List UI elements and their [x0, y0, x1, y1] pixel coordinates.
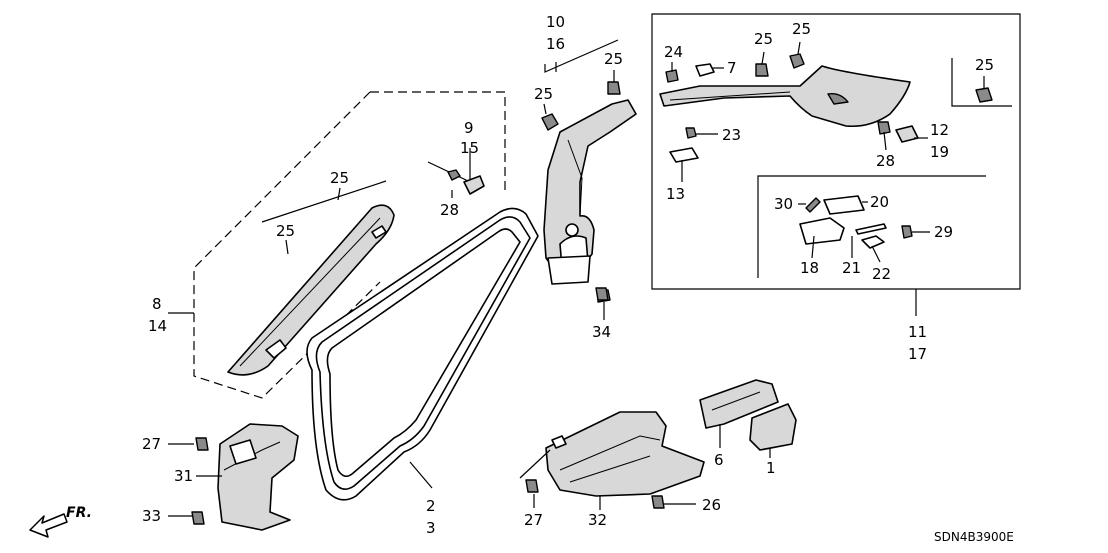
callout-28: 28	[876, 152, 895, 170]
screw-30	[805, 197, 821, 213]
callout-22: 22	[872, 265, 891, 283]
callout-13: 13	[666, 185, 685, 203]
clip-27-left	[195, 437, 209, 451]
clip-12-19	[895, 125, 919, 143]
callout-25: 25	[754, 30, 773, 48]
handle-18	[799, 217, 845, 245]
callout-7: 7	[727, 59, 737, 77]
clip-23	[685, 127, 697, 139]
callout-19: 19	[930, 143, 949, 161]
callout-1: 1	[766, 459, 776, 477]
clip-25-c2	[789, 53, 805, 69]
callout-9: 9	[464, 119, 474, 137]
cover-20	[823, 195, 865, 215]
callout-25: 25	[975, 56, 994, 74]
callout-2: 2	[426, 497, 436, 515]
callout-16: 16	[546, 35, 565, 53]
callout-27: 27	[524, 511, 543, 529]
callout-28: 28	[440, 201, 459, 219]
callout-25: 25	[276, 222, 295, 240]
callout-25: 25	[534, 85, 553, 103]
clip-25-top	[607, 81, 621, 95]
clip-13	[669, 147, 699, 163]
clip-34	[595, 287, 609, 301]
clip-24	[665, 69, 679, 83]
callout-34: 34	[592, 323, 611, 341]
callout-18: 18	[800, 259, 819, 277]
diagram-code: SDN4B3900E	[934, 530, 1014, 544]
group-frame-a-pillar	[193, 91, 506, 399]
callout-23: 23	[722, 126, 741, 144]
spring-21	[855, 223, 887, 235]
plate-22	[861, 235, 885, 249]
callout-33: 33	[142, 507, 161, 525]
callout-32: 32	[588, 511, 607, 529]
group-frame-garnish	[757, 175, 986, 278]
a-pillar-garnish	[227, 204, 395, 376]
door-opening-weatherstrip	[306, 207, 539, 501]
clip-27-sill	[525, 479, 539, 493]
direction-label: FR.	[66, 505, 92, 521]
group-frame-c-pillar	[651, 13, 1021, 290]
callout-30: 30	[774, 195, 793, 213]
callout-14: 14	[148, 317, 167, 335]
b-pillar-upper-trim	[543, 99, 637, 303]
side-sill-garnish	[545, 411, 705, 497]
callout-29: 29	[934, 223, 953, 241]
callout-24: 24	[664, 43, 683, 61]
clip-7	[695, 63, 715, 77]
clip-25-c1	[755, 63, 769, 77]
callout-25: 25	[330, 169, 349, 187]
callout-27: 27	[142, 435, 161, 453]
trim-piece-6	[699, 379, 779, 429]
callout-10: 10	[546, 13, 565, 31]
callout-8: 8	[152, 295, 162, 313]
leader-line	[261, 180, 387, 223]
callout-26: 26	[702, 496, 721, 514]
callout-6: 6	[714, 451, 724, 469]
callout-21: 21	[842, 259, 861, 277]
callout-20: 20	[870, 193, 889, 211]
group-frame-b-pillar	[544, 39, 619, 73]
callout-12: 12	[930, 121, 949, 139]
cap-1	[749, 403, 797, 451]
callout-15: 15	[460, 139, 479, 157]
screw-29	[901, 225, 913, 239]
clip-33	[191, 511, 205, 525]
clip-9-15	[427, 161, 485, 195]
clip-26	[651, 495, 665, 509]
kick-panel	[217, 423, 299, 531]
callout-25: 25	[792, 20, 811, 38]
c-pillar-garnish	[659, 65, 911, 128]
callout-17: 17	[908, 345, 927, 363]
clip-28-c	[877, 121, 891, 135]
callout-11: 11	[908, 323, 927, 341]
callout-3: 3	[426, 519, 436, 537]
callout-25: 25	[604, 50, 623, 68]
clip-25-c3	[975, 87, 993, 103]
clip-25-bpillar	[541, 113, 559, 131]
callout-31: 31	[174, 467, 193, 485]
front-direction-arrow: FR.	[29, 505, 92, 538]
